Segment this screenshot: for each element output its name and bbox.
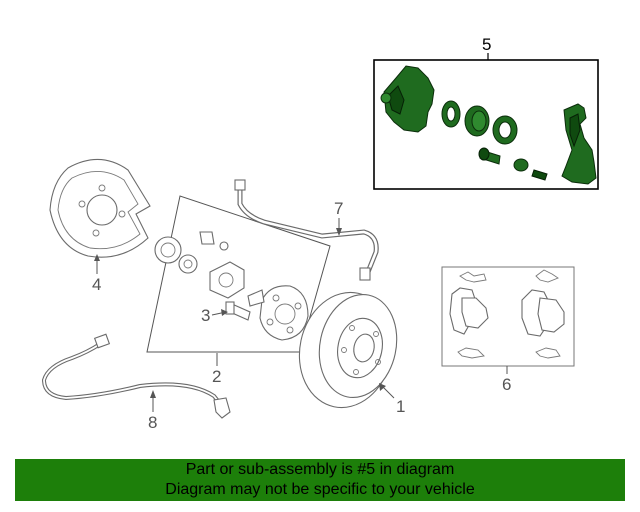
callout-4[interactable]: 4 bbox=[92, 275, 101, 294]
bolt-3-head bbox=[225, 301, 235, 315]
callout-1-leader bbox=[381, 385, 395, 399]
hub-seal bbox=[178, 254, 198, 274]
rotor-lug-5 bbox=[341, 347, 347, 353]
callout-3-arrow bbox=[221, 309, 228, 316]
backing-plate-bolt-hole-1 bbox=[98, 184, 106, 192]
caliper-bracket-shade bbox=[569, 113, 581, 148]
rotor-lug-3 bbox=[375, 359, 381, 365]
banner-line-2: Diagram may not be specific to your vehi… bbox=[165, 481, 475, 498]
piston-boot-inner bbox=[498, 121, 512, 139]
hub-shaft bbox=[247, 289, 265, 307]
callout-2[interactable]: 2 bbox=[212, 367, 221, 386]
piston-face bbox=[471, 110, 487, 132]
brake-hose-end-top bbox=[234, 179, 246, 191]
abs-sensor-wire bbox=[41, 342, 224, 408]
bleeder-screw bbox=[531, 169, 548, 181]
backing-plate-inner bbox=[57, 171, 141, 250]
rotor-center-hole bbox=[353, 333, 375, 363]
hub-bearing bbox=[154, 236, 182, 264]
pad-clip-bottom-left bbox=[457, 347, 485, 359]
hub-seal-inner bbox=[183, 259, 193, 269]
backing-plate-hub-hole bbox=[86, 194, 118, 226]
part-7-brake-hose[interactable]: 7 bbox=[234, 179, 379, 281]
caliper-bleeder bbox=[380, 92, 392, 104]
hub-stud-4 bbox=[266, 318, 274, 326]
pad-clip-bottom-right bbox=[535, 347, 561, 359]
info-banner: Part or sub-assembly is #5 in diagram Di… bbox=[15, 459, 625, 501]
part-1-rotor[interactable]: 1 bbox=[289, 284, 406, 417]
hub-stud-1 bbox=[272, 294, 280, 302]
hub-nut bbox=[219, 241, 229, 251]
callout-7-arrow bbox=[336, 228, 342, 236]
piston-seal-inner bbox=[446, 106, 456, 122]
caliper-body bbox=[383, 65, 435, 133]
hub-flange-center bbox=[218, 272, 234, 288]
callout-6[interactable]: 6 bbox=[502, 375, 511, 394]
abs-sensor-head bbox=[213, 397, 231, 419]
guide-pin-head bbox=[478, 147, 490, 161]
callout-7[interactable]: 7 bbox=[334, 199, 343, 218]
hub-knuckle bbox=[259, 285, 309, 341]
part-5-caliper-assembly[interactable]: 5 bbox=[373, 35, 599, 190]
rotor-lug-1 bbox=[349, 325, 355, 331]
callout-8[interactable]: 8 bbox=[148, 413, 157, 432]
part-3-bolt[interactable]: 3 bbox=[201, 301, 251, 325]
part-6-brake-pads[interactable]: 6 bbox=[441, 266, 575, 394]
caliper-body-shade bbox=[387, 85, 405, 115]
backing-plate-bolt-hole-3 bbox=[92, 229, 100, 237]
brake-pad-left-friction bbox=[461, 297, 489, 329]
hub-stud-3 bbox=[286, 326, 294, 334]
part-2-hub-assembly[interactable]: 2 bbox=[146, 195, 331, 386]
callout-5[interactable]: 5 bbox=[482, 35, 491, 54]
parts-diagram: 5 4 2 bbox=[41, 35, 599, 432]
rotor-lug-2 bbox=[373, 331, 379, 337]
callout-1-arrow bbox=[379, 383, 386, 391]
rotor-lug-4 bbox=[353, 369, 359, 375]
abs-sensor-wire-core bbox=[43, 343, 223, 407]
hub-knuckle-center bbox=[274, 303, 296, 325]
callout-4-arrow bbox=[94, 254, 100, 261]
part-4-backing-plate[interactable]: 4 bbox=[49, 158, 151, 294]
callout-8-arrow bbox=[150, 390, 156, 398]
hub-bolt-small bbox=[199, 231, 215, 245]
callout-1[interactable]: 1 bbox=[396, 397, 405, 416]
banner-line-1: Part or sub-assembly is #5 in diagram bbox=[185, 461, 455, 478]
hub-flange bbox=[209, 261, 245, 299]
pad-clip-top-left bbox=[459, 271, 487, 283]
part-8-abs-sensor[interactable]: 8 bbox=[41, 333, 231, 432]
brake-hose-end-bottom bbox=[359, 267, 371, 281]
brake-pad-right-friction bbox=[537, 297, 565, 333]
hub-stud-2 bbox=[294, 302, 302, 310]
hub-bearing-inner bbox=[160, 242, 176, 258]
brake-hose-core bbox=[238, 188, 378, 274]
backing-plate-bolt-hole-2 bbox=[118, 210, 126, 218]
pad-clip-top-right bbox=[535, 269, 559, 283]
backing-plate-bolt-hole-4 bbox=[78, 200, 86, 208]
callout-3[interactable]: 3 bbox=[201, 306, 210, 325]
abs-sensor-connector bbox=[93, 333, 111, 349]
pin-boot bbox=[513, 158, 529, 172]
